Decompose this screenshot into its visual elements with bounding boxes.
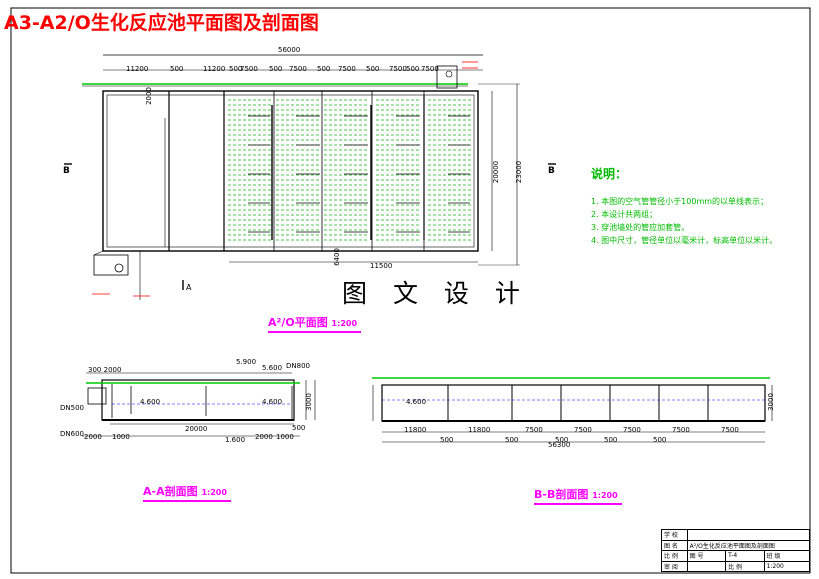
sec-b-sub-3: 500 bbox=[555, 436, 569, 444]
sec-a-elev-bottom: 1.600 bbox=[225, 436, 246, 444]
note-item: 1. 本图的空气管管径小于100mm的以单线表示； bbox=[591, 197, 769, 206]
plan-dim-7: 7500 bbox=[289, 65, 307, 73]
section-mark-a: A bbox=[186, 283, 192, 292]
drawing-title: A3-A2/O生化反应池平面图及剖面图 bbox=[4, 12, 319, 34]
section-a-view bbox=[82, 372, 316, 437]
sec-a-bdim-5: 1000 bbox=[276, 433, 294, 441]
watermark-text: 图 文 设 计 bbox=[342, 279, 529, 308]
plan-dim-1: 11200 bbox=[126, 65, 149, 73]
sec-b-bdim-1: 11800 bbox=[404, 426, 427, 434]
plan-dim-5: 7500 bbox=[240, 65, 258, 73]
plan-bottom-dim: 11500 bbox=[370, 262, 393, 270]
aeration-diffuser-grid bbox=[228, 99, 471, 241]
plan-small-dim: 6400 bbox=[332, 248, 341, 266]
sec-a-bdim-4: 2000 bbox=[255, 433, 273, 441]
plan-dim-3: 11200 bbox=[203, 65, 226, 73]
plan-caption: A²/O平面图 1:200 bbox=[268, 316, 362, 333]
note-item: 4. 图中尺寸，管径单位以毫米计，标高单位以米计。 bbox=[591, 236, 778, 245]
plan-dim-4: 500 bbox=[229, 65, 243, 73]
sec-a-500: 500 bbox=[292, 424, 306, 432]
plan-dim-12: 500 bbox=[406, 65, 420, 73]
plan-view bbox=[64, 54, 556, 300]
plan-dim-9: 7500 bbox=[338, 65, 356, 73]
sec-a-elev-water-2: 4.600 bbox=[262, 398, 283, 406]
sec-b-bdim-4: 7500 bbox=[574, 426, 592, 434]
drawing-frame bbox=[10, 7, 811, 574]
notes-heading: 说明： bbox=[591, 167, 628, 181]
plan-dim-6: 500 bbox=[269, 65, 283, 73]
note-item: 3. 穿池墙处的管应加套管。 bbox=[591, 223, 690, 232]
plan-wall-offset: 2000 bbox=[144, 87, 153, 105]
section-mark-b-left: B bbox=[63, 166, 70, 176]
sec-b-elev: 4.600 bbox=[406, 398, 427, 406]
sec-a-dn500: DN500 bbox=[60, 404, 84, 412]
sec-b-bdim-7: 7500 bbox=[721, 426, 739, 434]
sec-a-dn800: DN800 bbox=[286, 362, 310, 370]
section-a-caption: A-A剖面图 1:200 bbox=[143, 485, 231, 502]
sec-b-sub-4: 500 bbox=[604, 436, 618, 444]
sec-b-bdim-2: 11800 bbox=[468, 426, 491, 434]
sec-a-bdim-2: 1000 bbox=[112, 433, 130, 441]
plan-dim-11: 7500 bbox=[389, 65, 407, 73]
sec-b-sub-1: 500 bbox=[440, 436, 454, 444]
sec-a-height: 3000 bbox=[304, 393, 313, 411]
plan-overall-width: 56000 bbox=[278, 46, 301, 54]
plan-dim-13: 7500 bbox=[421, 65, 439, 73]
sec-a-bdim-3: 20000 bbox=[185, 425, 208, 433]
design-notes: 说明： 1. 本图的空气管管径小于100mm的以单线表示； 2. 本设计共两组；… bbox=[591, 168, 777, 247]
sec-b-height: 3000 bbox=[766, 393, 775, 411]
sec-a-elev-5600: 5.600 bbox=[262, 364, 283, 372]
sec-a-dn600: DN600 bbox=[60, 430, 84, 438]
plan-depth-total: 20000 bbox=[492, 160, 501, 184]
section-b-caption: B-B剖面图 1:200 bbox=[534, 488, 622, 505]
sec-a-label-300-2000: 300 2000 bbox=[88, 366, 122, 374]
section-b-view bbox=[372, 377, 773, 443]
sec-b-bdim-6: 7500 bbox=[672, 426, 690, 434]
sec-b-sub-5: 500 bbox=[653, 436, 667, 444]
plan-depth-outer: 23000 bbox=[515, 160, 524, 184]
sec-b-bdim-3: 7500 bbox=[525, 426, 543, 434]
note-item: 2. 本设计共两组； bbox=[591, 210, 658, 219]
sec-b-sub-2: 500 bbox=[505, 436, 519, 444]
sec-a-bdim-1: 2000 bbox=[84, 433, 102, 441]
plan-dim-2: 500 bbox=[170, 65, 184, 73]
sec-a-elev-water: 4.600 bbox=[140, 398, 161, 406]
plan-dim-8: 500 bbox=[317, 65, 331, 73]
section-mark-b-right: B bbox=[548, 166, 555, 176]
sec-a-elev-top: 5.900 bbox=[236, 358, 257, 366]
sec-b-total: 56300 bbox=[548, 441, 571, 449]
plan-dim-10: 500 bbox=[366, 65, 380, 73]
sec-b-bdim-5: 7500 bbox=[623, 426, 641, 434]
